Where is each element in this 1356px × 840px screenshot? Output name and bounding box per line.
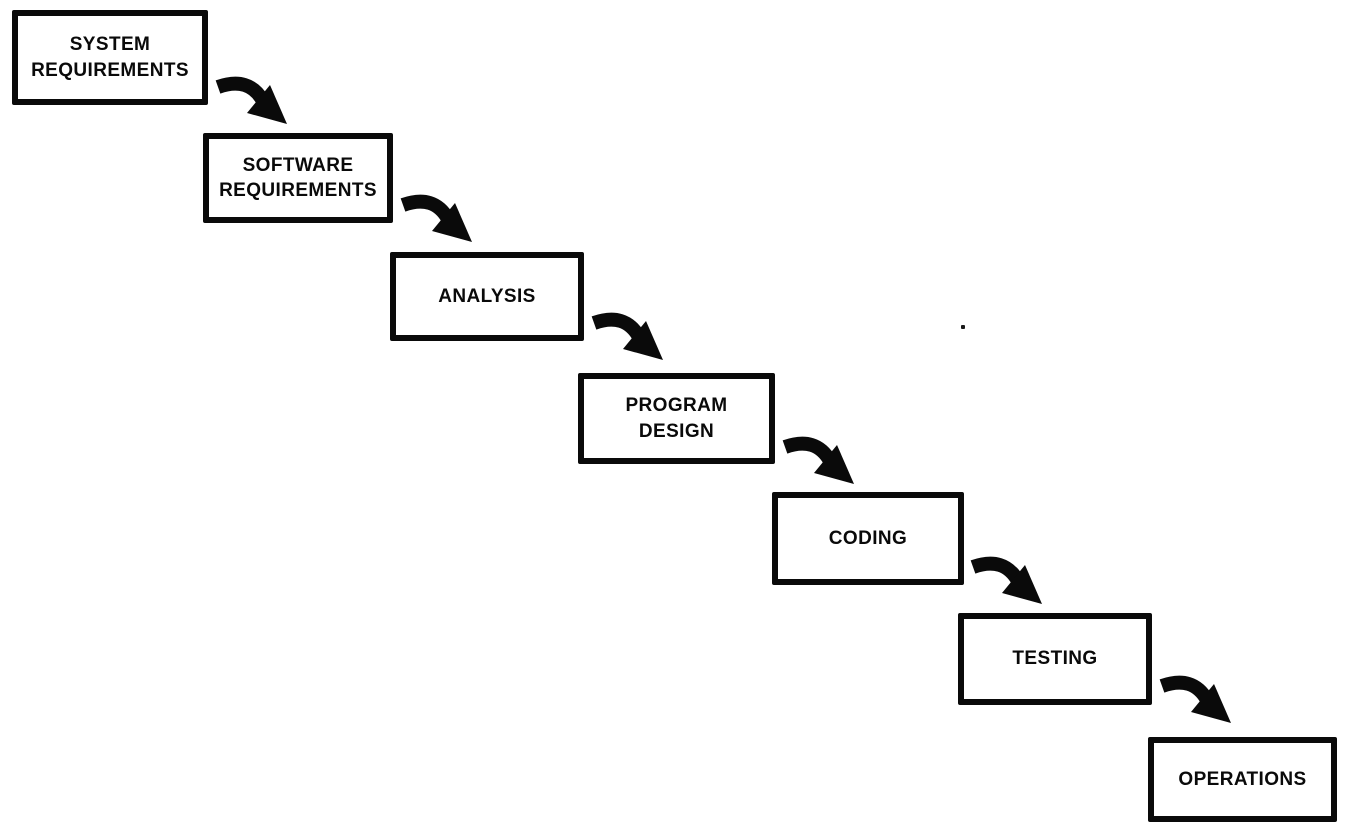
step-label-coding: CODING (828, 527, 908, 549)
step-box-testing: TESTING (958, 613, 1152, 705)
flow-arrow-3 (589, 308, 669, 364)
flow-arrow-4 (780, 432, 860, 488)
step-box-analysis: ANALYSIS (390, 252, 584, 341)
step-label-program-design: PROGRAM DESIGN (625, 395, 728, 442)
step-label-testing: TESTING (1012, 648, 1098, 670)
flow-arrow-1 (213, 72, 293, 128)
step-label-operations: OPERATIONS (1178, 768, 1307, 790)
flow-arrow-2 (398, 190, 478, 246)
step-box-program-design: PROGRAM DESIGN (578, 373, 775, 464)
step-box-system-requirements: SYSTEM REQUIREMENTS (12, 10, 208, 105)
step-box-software-requirements: SOFTWARE REQUIREMENTS (203, 133, 393, 223)
stray-ink-dot (961, 325, 965, 329)
step-box-coding: CODING (772, 492, 964, 585)
flow-arrow-6 (1157, 671, 1237, 727)
flow-arrow-5 (968, 552, 1048, 608)
step-box-operations: OPERATIONS (1148, 737, 1337, 822)
step-label-system-requirements: SYSTEM REQUIREMENTS (31, 34, 189, 81)
step-label-software-requirements: SOFTWARE REQUIREMENTS (219, 154, 377, 201)
step-label-analysis: ANALYSIS (438, 285, 536, 307)
